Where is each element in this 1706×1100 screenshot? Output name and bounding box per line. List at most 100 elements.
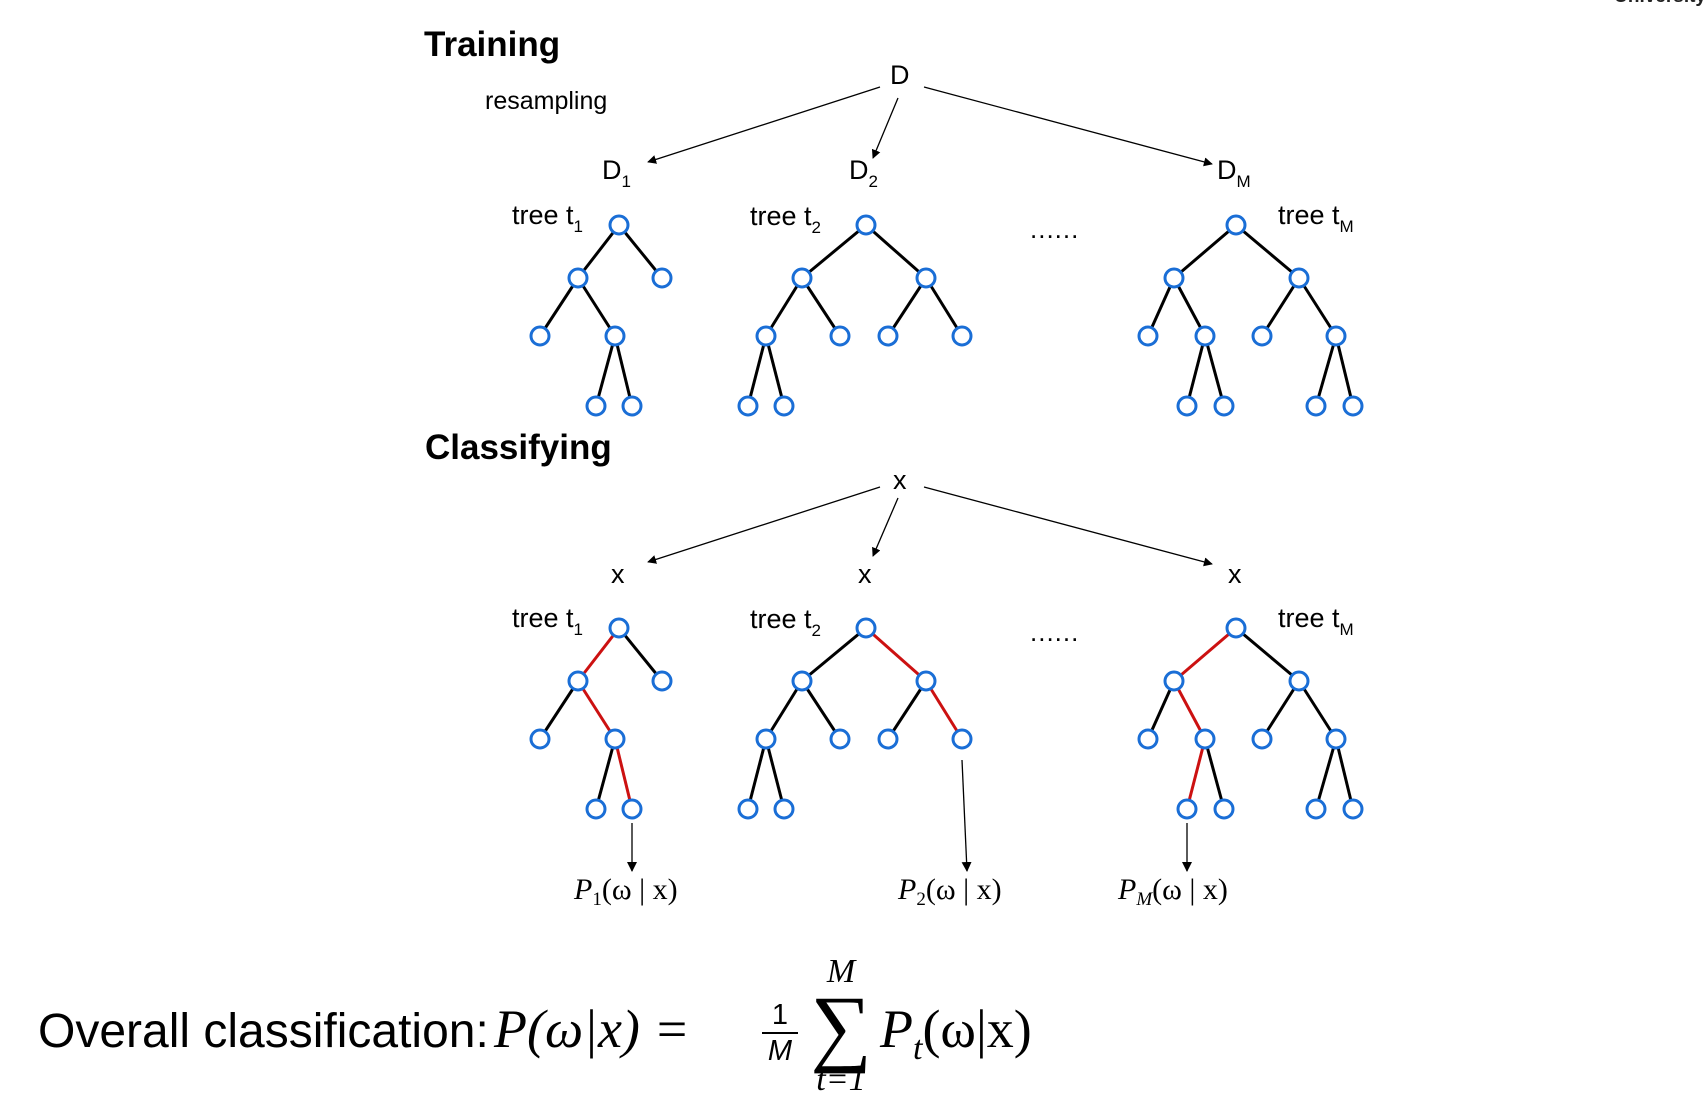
tree-edge bbox=[594, 738, 617, 810]
train-tree-1-label: tree t1 bbox=[512, 200, 583, 236]
class-tree-1-label: tree t1 bbox=[512, 603, 583, 639]
tree-node bbox=[1325, 728, 1347, 750]
tree-edge bbox=[1185, 335, 1207, 407]
tree-node bbox=[529, 325, 551, 347]
resample-arrow-2 bbox=[871, 97, 899, 159]
tree-edge bbox=[538, 277, 580, 337]
tree-edge bbox=[1146, 680, 1176, 740]
tree-edge bbox=[801, 223, 867, 280]
tree-edge bbox=[1235, 223, 1300, 280]
decision-path-edge bbox=[1185, 738, 1207, 810]
tree-node bbox=[1137, 728, 1159, 750]
subset-dm-label: DM bbox=[1217, 155, 1251, 191]
input-root-label: x bbox=[893, 465, 907, 495]
tree-edge bbox=[1172, 277, 1207, 337]
tree-edge bbox=[924, 277, 964, 337]
subset-d1-label: D1 bbox=[602, 155, 631, 191]
tree-edge bbox=[1203, 738, 1226, 810]
tree-node bbox=[604, 728, 626, 750]
tree-edge bbox=[1203, 335, 1226, 407]
tree-node bbox=[1251, 325, 1273, 347]
tree-edge bbox=[746, 738, 768, 810]
tree-node bbox=[621, 395, 643, 417]
train-tree-m-label: tree tM bbox=[1278, 200, 1354, 236]
tree-edge bbox=[594, 335, 617, 407]
tree-edge bbox=[538, 680, 580, 740]
tree-node bbox=[529, 728, 551, 750]
tree-edge bbox=[865, 223, 927, 280]
tree-edge bbox=[1297, 680, 1338, 740]
tree-node bbox=[829, 728, 851, 750]
tree-edge bbox=[800, 680, 842, 740]
input-arrow-2 bbox=[872, 497, 899, 557]
output-pm: PM(ω | x) bbox=[1117, 873, 1228, 910]
formula-fraction: 1 M bbox=[762, 998, 798, 1068]
tree-node bbox=[829, 325, 851, 347]
output-p1: P1(ω | x) bbox=[573, 873, 678, 910]
train-ellipsis: ...... bbox=[1030, 214, 1079, 244]
tree-node bbox=[585, 798, 607, 820]
tree-node bbox=[567, 670, 589, 692]
tree-node bbox=[877, 728, 899, 750]
tree-node bbox=[1342, 395, 1364, 417]
tree-edge bbox=[1297, 277, 1338, 337]
tree-node bbox=[1213, 798, 1235, 820]
tree-node bbox=[1225, 214, 1247, 236]
decision-path-edge bbox=[865, 626, 927, 683]
resample-arrow-m bbox=[923, 86, 1213, 167]
tree-node bbox=[791, 670, 813, 692]
tree-node bbox=[951, 728, 973, 750]
tree-edge bbox=[886, 680, 928, 740]
tree-node bbox=[567, 267, 589, 289]
tree-node bbox=[791, 267, 813, 289]
tree-node bbox=[773, 395, 795, 417]
tree-node bbox=[755, 325, 777, 347]
tree-edge bbox=[1235, 626, 1300, 683]
university-logo: University bbox=[1614, 0, 1706, 8]
train-tree-2-label: tree t2 bbox=[750, 201, 821, 237]
formula-lhs: P(ω|x) = bbox=[494, 999, 690, 1059]
input-arrow-m bbox=[923, 486, 1213, 567]
tree-node bbox=[1288, 670, 1310, 692]
tree-node bbox=[755, 728, 777, 750]
fraction-denominator: M bbox=[767, 1035, 793, 1067]
input-x-2: x bbox=[858, 559, 872, 589]
class-tree-m-label: tree tM bbox=[1278, 603, 1354, 639]
training-trees bbox=[529, 214, 1364, 417]
formula-lead-text: Overall classification: bbox=[38, 1005, 489, 1058]
tree-node bbox=[585, 395, 607, 417]
tree-node bbox=[1325, 325, 1347, 347]
tree-node bbox=[1225, 617, 1247, 639]
decision-path-edge bbox=[1173, 626, 1237, 683]
tree-edge bbox=[800, 277, 842, 337]
tree-edge bbox=[1260, 680, 1301, 740]
tree-edge bbox=[617, 627, 664, 682]
classifying-trees bbox=[529, 617, 1364, 820]
tree-node bbox=[1213, 395, 1235, 417]
tree-node bbox=[608, 617, 630, 639]
tree-edge bbox=[764, 277, 804, 337]
tree-node bbox=[1163, 267, 1185, 289]
decision-path-edge bbox=[924, 680, 964, 740]
tree-edge bbox=[617, 224, 664, 279]
class-ellipsis: ...... bbox=[1030, 617, 1079, 647]
tree-edge bbox=[764, 680, 804, 740]
tree-node bbox=[1305, 395, 1327, 417]
tree-node bbox=[1176, 395, 1198, 417]
decision-path-edge bbox=[576, 627, 621, 682]
dataset-root-label: D bbox=[890, 60, 910, 90]
formula-rhs: Pt(ω|x) bbox=[880, 999, 1032, 1067]
tree-node bbox=[1194, 325, 1216, 347]
tree-node bbox=[1305, 798, 1327, 820]
sigma-symbol: ∑ bbox=[810, 978, 872, 1074]
tree-node bbox=[651, 267, 673, 289]
decision-path-edge bbox=[1172, 680, 1207, 740]
tree-node bbox=[737, 395, 759, 417]
tree-edge bbox=[576, 277, 617, 337]
subset-d2-label: D2 bbox=[849, 155, 878, 191]
tree-node bbox=[1163, 670, 1185, 692]
tree-node bbox=[621, 798, 643, 820]
tree-node bbox=[1251, 728, 1273, 750]
output-p2: P2(ω | x) bbox=[897, 873, 1002, 910]
decision-path-edge bbox=[613, 738, 634, 810]
